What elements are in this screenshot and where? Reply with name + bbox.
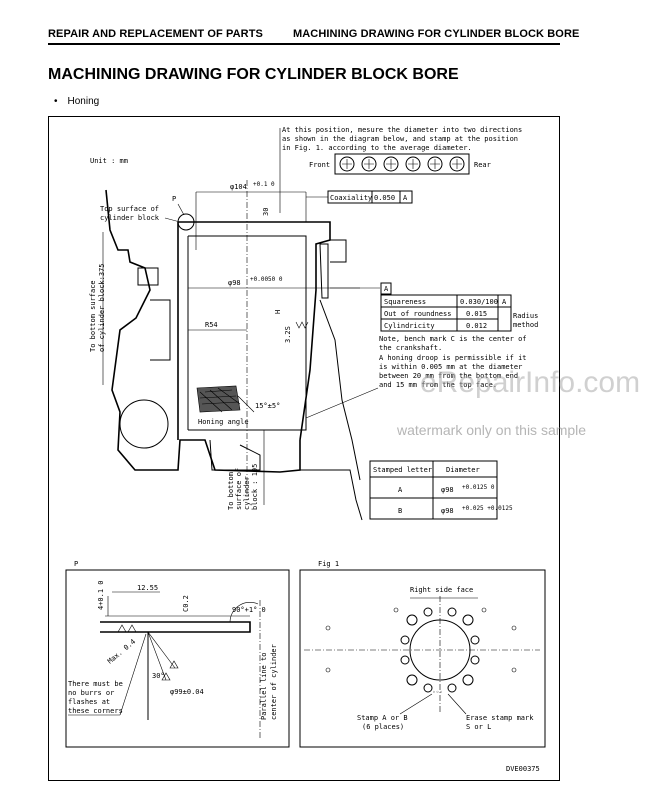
roughness-mark: 3.2S [284, 326, 292, 343]
top-surface-label-1: Top surface of [100, 205, 159, 213]
tolerance-table: Squareness 0.030/100 A Out of roundness … [380, 294, 538, 332]
honing-note-4: and 15 mm from the top face. [379, 381, 497, 389]
bullet-dot: • [54, 96, 58, 107]
honing-pattern [196, 385, 255, 413]
cylinder-block-section [105, 189, 363, 521]
parallel-line-1: Parallel line to [260, 653, 268, 720]
coaxiality-label: Coaxiality [330, 194, 372, 202]
cylinder-order-strip [334, 153, 470, 175]
detail-p-label: P [74, 560, 78, 568]
stamp-a-dia: φ98 [441, 486, 454, 494]
fig1-view: Right side face ◦◦◦ [299, 569, 546, 748]
parallel-line-2: center of cylinder [270, 644, 278, 720]
radius-method-1: Radius [513, 312, 538, 320]
datum-a: A [384, 285, 389, 293]
erase-stamp-mark: Erase stamp mark [466, 714, 534, 722]
h-mark: H [274, 310, 282, 314]
cylindricity-label: Cylindricity [384, 322, 435, 330]
honing-note: A honing droop is permissible if it is w… [379, 354, 527, 389]
to-bottom-195-4: block : 195 [251, 464, 259, 510]
front-label: Front [309, 161, 330, 169]
to-bottom-375-line2: of cylinder block:375 [98, 263, 106, 352]
dim-c0-2: C0.2 [182, 595, 190, 612]
dim-12-55: 12.55 [137, 584, 158, 592]
coaxiality-value: 0.050 [374, 194, 395, 202]
dim-98-tolerance: +0.0050 0 [250, 276, 283, 283]
honing-note-1: A honing droop is permissible if it [379, 354, 527, 362]
burr-note-2: no burrs or [68, 689, 114, 697]
unit-label: Unit : mm [90, 157, 128, 165]
top-note: At this position, mesure the diameter in… [282, 126, 522, 152]
to-bottom-195: To bottom surface of cylinder block : 19… [227, 464, 259, 510]
note-line-2: as shown in the diagram below, and stamp… [282, 135, 518, 143]
stamp-a-tol: +0.0125 0 [462, 484, 495, 491]
radius-54: R54 [205, 321, 218, 329]
datum-a-box [380, 282, 392, 295]
squareness-value: 0.030/100 [460, 298, 498, 306]
header-page-topic: MACHINING DRAWING FOR CYLINDER BLOCK BOR… [293, 28, 580, 40]
honing-angle-value: 15°±5° [255, 402, 280, 410]
dim-99: φ99±0.04 [170, 688, 204, 696]
note-line-1: At this position, mesure the diameter in… [282, 126, 522, 134]
max-0-4: Max. 0.4 [106, 638, 137, 666]
to-bottom-195-2: surface of [235, 468, 243, 510]
burr-note: There must be no burrs or flashes at the… [68, 680, 123, 715]
watermark-site: eRepairInfo.com [420, 366, 641, 399]
stamp-table: Stamped letter Diameter A φ98 +0.0125 0 … [369, 460, 513, 520]
to-bottom-375-line1: To bottom surface [89, 280, 97, 352]
stamp-b-letter: B [398, 507, 402, 515]
bench-note-1: Note, bench mark C is the center of [379, 335, 527, 343]
header-section-title: REPAIR AND REPLACEMENT OF PARTS [48, 28, 263, 40]
stamp-b-dia: φ98 [441, 507, 454, 515]
fig1-label: Fig 1 [318, 560, 339, 568]
to-bottom-195-3: cylinder [243, 476, 251, 510]
dim-104-tolerance: +0.1 0 [253, 181, 275, 188]
squareness-datum: A [502, 298, 507, 306]
bullet-text: Honing [67, 96, 100, 107]
bench-note-2: the crankshaft. [379, 344, 442, 352]
page-title: MACHINING DRAWING FOR CYLINDER BLOCK BOR… [48, 66, 459, 83]
detail-p-view [65, 569, 290, 748]
stamp-a-letter: A [398, 486, 403, 494]
stamp-b-tol: +0.025 +0.0125 [462, 505, 513, 512]
view-p-marker: P [172, 195, 176, 203]
dim-98: φ98 [228, 279, 241, 287]
drawing-code: DVE00375 [506, 765, 540, 773]
watermark-note: watermark only on this sample [397, 422, 587, 438]
dim-104: φ104 [230, 183, 247, 191]
dim-4: 4+0.1 0 [97, 580, 105, 610]
header-rule [48, 43, 560, 45]
stamp-six-places: (6 places) [362, 723, 404, 731]
cylindricity-value: 0.012 [466, 322, 487, 330]
dim-30: 30 [262, 208, 270, 216]
stamp-mark-symbol: ◦◦◦ [432, 689, 443, 696]
stamp-header-letter: Stamped letter [373, 466, 432, 474]
coaxiality-datum: A [403, 194, 408, 202]
erase-s-or-l: S or L [466, 723, 491, 731]
right-side-face: Right side face [410, 586, 473, 594]
dim-90-deg: 90°+1° 0 [232, 606, 266, 614]
burr-note-3: flashes at [68, 698, 110, 706]
roundness-value: 0.015 [466, 310, 487, 318]
burr-note-1: There must be [68, 680, 123, 688]
squareness-label: Squareness [384, 298, 426, 306]
bench-note: Note, bench mark C is the center of the … [379, 335, 527, 352]
to-bottom-195-1: To bottom [227, 472, 235, 510]
angle-30: 30° [152, 672, 165, 680]
radius-method-2: method [513, 321, 538, 329]
stamp-header-diameter: Diameter [446, 466, 480, 474]
coaxiality-frame: Coaxiality 0.050 A [306, 190, 413, 204]
top-surface-label-2: cylinder block [100, 214, 160, 222]
honing-note-2: is within 0.005 mm at the diameter [379, 363, 522, 371]
honing-angle-label: Honing angle [198, 418, 249, 426]
honing-note-3: between 20 mm from the bottom end [379, 372, 518, 380]
stamp-a-or-b: Stamp A or B [357, 714, 408, 722]
burr-note-4: these corners [68, 707, 123, 715]
rear-label: Rear [474, 161, 491, 169]
drawing-frame [48, 116, 560, 781]
roundness-label: Out of roundness [384, 310, 451, 318]
bullet-honing: • Honing [54, 96, 99, 107]
note-line-3: in Fig. 1. according to the average diam… [282, 144, 472, 152]
